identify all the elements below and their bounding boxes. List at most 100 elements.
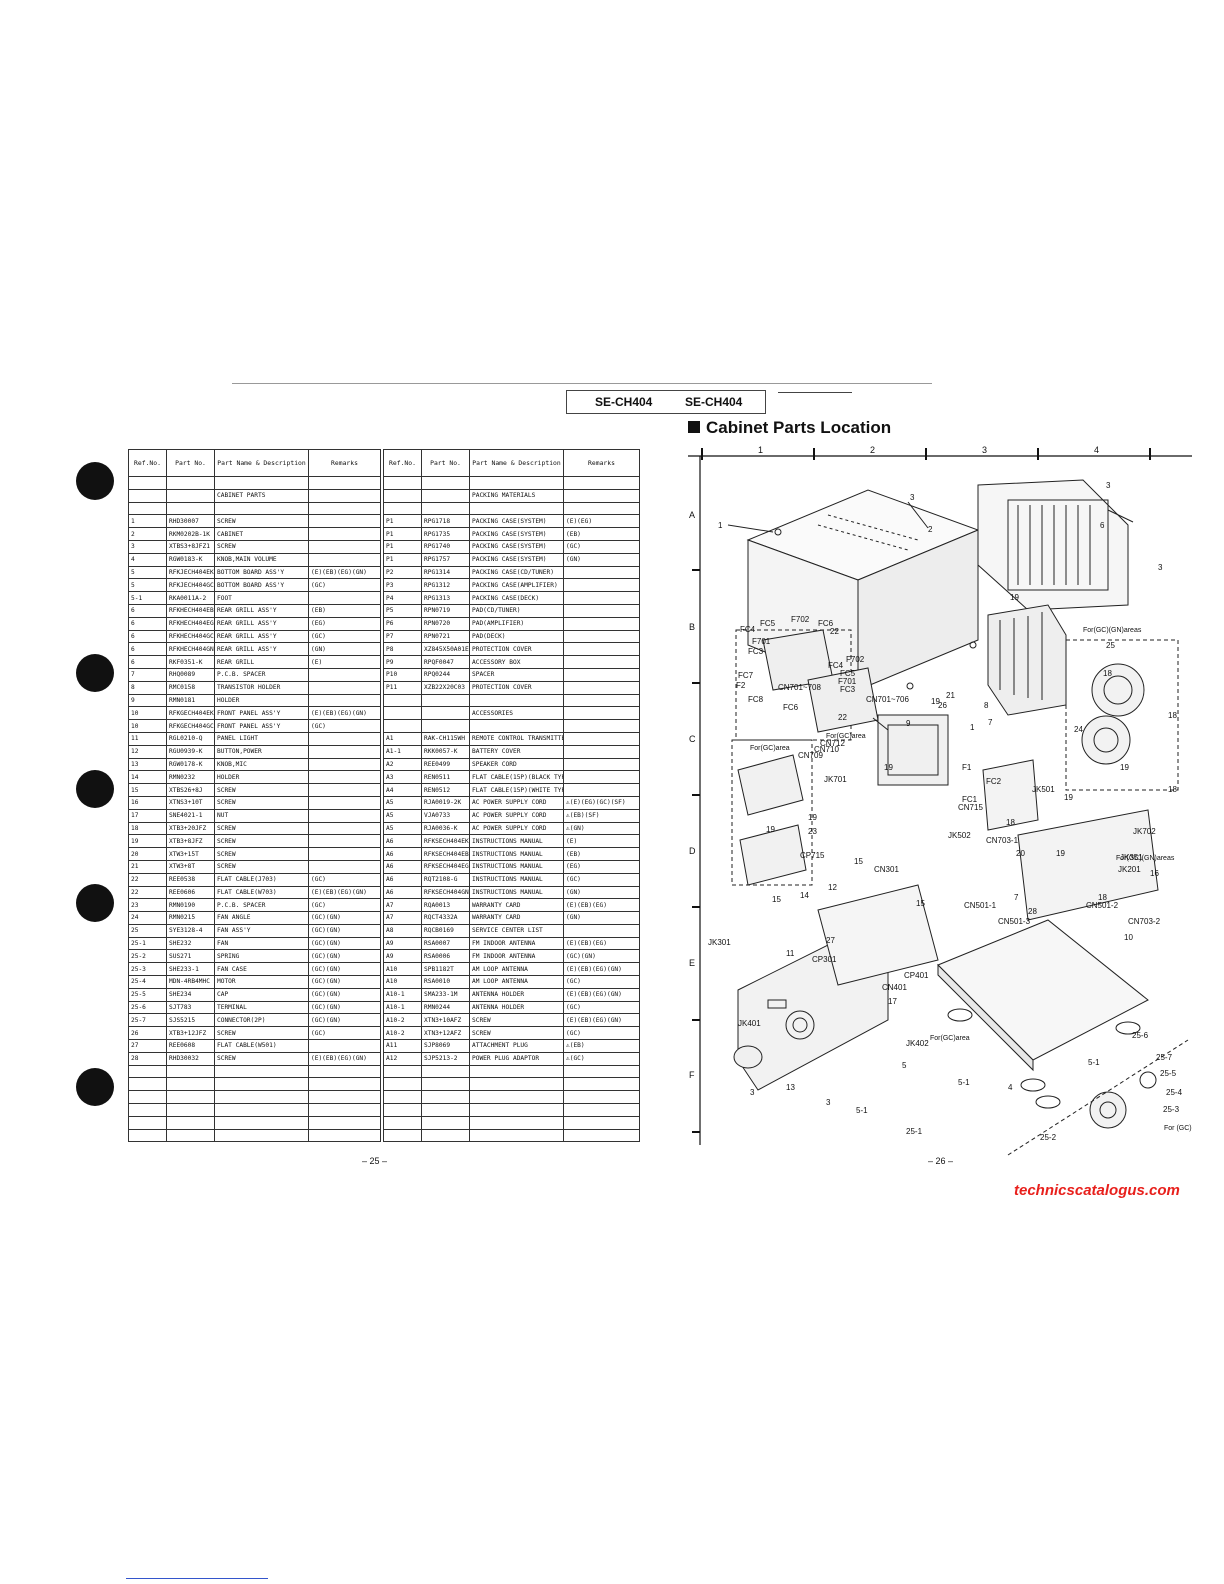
callout-label: 5 <box>902 1061 907 1070</box>
table-cell: ACCESSORY BOX <box>469 655 564 669</box>
table-cell: 25-3 <box>128 962 167 977</box>
main-pcb-shape <box>817 884 939 986</box>
table-cell: SHE232 <box>166 936 215 951</box>
binder-hole-2 <box>76 654 114 692</box>
table-cell <box>563 591 640 605</box>
table-cell: ACCESSORIES <box>469 706 564 721</box>
callout-label: F702 <box>791 615 810 624</box>
table-cell: RFKSECH404EB <box>421 847 470 861</box>
table-row <box>383 1077 640 1092</box>
table-cell: A11 <box>383 1039 422 1053</box>
table-cell <box>383 1103 422 1117</box>
callout-label: FC4 <box>828 661 844 670</box>
table-cell: XTW3+8T <box>166 859 215 874</box>
table-row <box>383 476 640 490</box>
column-header: Remarks <box>308 449 381 477</box>
table-cell: HOLDER <box>214 693 309 708</box>
callout-label: 16 <box>1150 869 1159 878</box>
table-cell <box>308 859 381 874</box>
table-cell: ⚠(EB)(SF) <box>563 808 640 823</box>
table-cell: FAN <box>214 936 309 951</box>
callout-label: 7 <box>988 718 993 727</box>
callout-label: 19 <box>1064 793 1073 802</box>
callout-label: 5-1 <box>856 1106 868 1115</box>
table-cell: (GC) <box>308 872 381 887</box>
callout-label: 25-3 <box>1163 1105 1180 1114</box>
table-cell: P7 <box>383 629 422 644</box>
table-cell <box>214 1077 309 1092</box>
table-cell <box>308 1090 381 1105</box>
table-cell <box>128 488 167 503</box>
table-cell: TERMINAL <box>214 1000 309 1015</box>
table-cell: REE0608 <box>166 1039 215 1053</box>
column-header: Part Name & Description <box>214 449 309 477</box>
table-cell <box>214 501 309 516</box>
table-cell: ⚠(EB) <box>563 1039 640 1053</box>
table-cell: 12 <box>128 744 167 759</box>
table-cell: (GC)(GN) <box>308 923 381 938</box>
table-cell <box>421 693 470 708</box>
table-cell <box>563 655 640 669</box>
table-cell: ANTENNA HOLDER <box>469 987 564 1002</box>
callout-label: 26 <box>938 701 947 710</box>
table-cell <box>214 1128 309 1143</box>
table-cell: RPN0719 <box>421 603 470 618</box>
table-cell: A10-2 <box>383 1026 422 1041</box>
table-cell: 16 <box>128 795 167 810</box>
transformer-shape <box>877 714 949 786</box>
table-cell: XTB3+20JFZ <box>166 821 215 836</box>
callout-label: CN501-3 <box>998 917 1031 926</box>
table-cell: P1 <box>383 527 422 541</box>
callout-label: 25-7 <box>1156 1053 1173 1062</box>
table-row: PACKING MATERIALS <box>383 488 640 503</box>
callout-label: CN703-1 <box>986 836 1019 845</box>
column-header: Part No. <box>421 449 470 477</box>
callout-label: JK501 <box>1032 785 1055 794</box>
table-cell: (GC) <box>308 578 381 593</box>
table-row <box>383 1064 640 1079</box>
table-cell: 14 <box>128 770 167 785</box>
table-cell <box>563 1128 640 1143</box>
table-cell: A7 <box>383 898 422 913</box>
table-cell: KNOB,MIC <box>214 757 309 772</box>
callout-label: FC1 <box>962 795 978 804</box>
callout-label: FC6 <box>783 703 799 712</box>
table-cell: (GN) <box>563 885 640 900</box>
table-cell: ⚠(E)(EG)(GC)(SF) <box>563 795 640 810</box>
watermark: technicscatalogus.com <box>1014 1182 1180 1199</box>
table-cell <box>421 1090 470 1105</box>
table-cell <box>383 706 422 721</box>
table-cell: (GC)(GN) <box>308 1013 381 1028</box>
table-cell: A5 <box>383 795 422 810</box>
table-cell <box>308 744 381 759</box>
header-rule-right <box>778 392 852 393</box>
callout-label: FC7 <box>738 671 754 680</box>
table-cell: SYE3128-4 <box>166 923 215 938</box>
callout-label: 15 <box>772 895 781 904</box>
table-cell: RPQF0047 <box>421 655 470 669</box>
table-row <box>383 501 640 516</box>
table-cell: 23 <box>128 898 167 913</box>
table-cell <box>308 1039 381 1053</box>
table-cell <box>383 501 422 516</box>
table-cell <box>166 1064 215 1079</box>
callout-label: 25-2 <box>1040 1133 1057 1142</box>
callout-label: JK401 <box>738 1019 761 1028</box>
table-cell: RPG1314 <box>421 565 470 580</box>
table-cell: A12 <box>383 1051 422 1066</box>
table-cell: FAN CASE <box>214 962 309 977</box>
table-cell: REAR GRILL ASS'Y <box>214 603 309 618</box>
